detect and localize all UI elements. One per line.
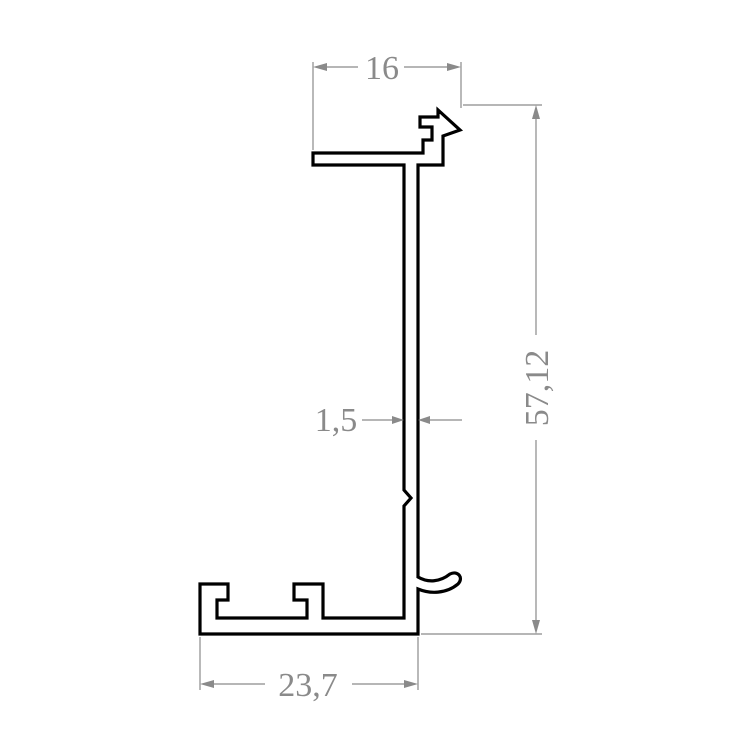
top-arrow-right: [447, 63, 461, 71]
top-width-label: 16: [365, 50, 399, 87]
wall-thickness-label: 1,5: [315, 402, 358, 439]
dimension-height: 57,12: [421, 104, 556, 635]
thickness-arrow-left: [392, 416, 404, 424]
dimension-top-width: 16: [312, 50, 462, 150]
bottom-arrow-right: [404, 680, 418, 688]
bottom-arrow-left: [200, 680, 214, 688]
profile-outline: [198, 106, 464, 636]
height-arrow-bottom: [532, 620, 540, 634]
height-arrow-top: [532, 105, 540, 119]
top-arrow-left: [313, 63, 327, 71]
dimension-wall-thickness: 1,5: [315, 402, 462, 439]
dimension-bottom-width: 23,7: [199, 637, 419, 704]
height-label: 57,12: [519, 350, 556, 427]
thickness-arrow-right: [418, 416, 430, 424]
bottom-width-label: 23,7: [278, 667, 338, 704]
